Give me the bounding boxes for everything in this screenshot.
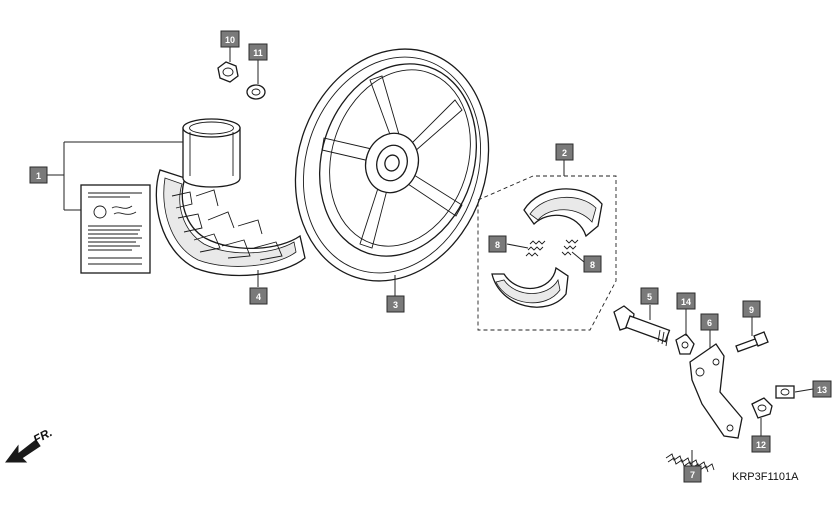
brake-arm-spring bbox=[665, 453, 715, 473]
front-direction-arrow: FR. bbox=[5, 425, 54, 463]
callout-4: 4 bbox=[249, 287, 268, 305]
brake-arm-bolt bbox=[735, 331, 769, 353]
svg-text:6: 6 bbox=[707, 318, 712, 328]
callout-13: 13 bbox=[812, 380, 832, 398]
svg-text:7: 7 bbox=[690, 470, 695, 480]
svg-text:13: 13 bbox=[817, 385, 827, 395]
svg-text:11: 11 bbox=[253, 48, 263, 58]
svg-text:3: 3 bbox=[393, 300, 398, 310]
callout-7: 7 bbox=[683, 465, 702, 483]
svg-text:2: 2 bbox=[562, 148, 567, 158]
callout-2: 2 bbox=[555, 143, 574, 161]
svg-text:14: 14 bbox=[681, 297, 691, 307]
callout-1: 1 bbox=[29, 166, 48, 184]
rear-wheel-rim bbox=[294, 48, 490, 282]
callout-11: 11 bbox=[248, 43, 268, 61]
washer-part bbox=[246, 84, 266, 100]
callout-8-right: 8 bbox=[583, 255, 602, 273]
callout-12: 12 bbox=[751, 435, 771, 453]
callout-5: 5 bbox=[640, 287, 659, 305]
svg-text:1: 1 bbox=[36, 171, 41, 181]
axle-nut-part bbox=[217, 61, 239, 83]
callout-9: 9 bbox=[742, 300, 761, 318]
svg-text:5: 5 bbox=[647, 292, 652, 302]
svg-text:12: 12 bbox=[756, 440, 766, 450]
callout-8-left: 8 bbox=[488, 235, 507, 253]
callout-10: 10 bbox=[220, 30, 240, 48]
svg-text:10: 10 bbox=[225, 35, 235, 45]
svg-text:8: 8 bbox=[495, 240, 500, 250]
callout-14: 14 bbox=[676, 292, 696, 310]
adjusting-nut bbox=[775, 385, 795, 399]
callout-6: 6 bbox=[700, 313, 719, 331]
diagram-code: KRP3F1101A bbox=[732, 471, 799, 483]
svg-text:9: 9 bbox=[749, 305, 754, 315]
brake-arm bbox=[689, 343, 743, 439]
wear-indicator-plate bbox=[675, 333, 695, 355]
brake-rod-joint bbox=[751, 397, 773, 419]
caution-label-sheet bbox=[80, 184, 151, 274]
brake-shoe-set bbox=[477, 175, 617, 331]
callout-3: 3 bbox=[386, 295, 405, 313]
svg-text:8: 8 bbox=[590, 260, 595, 270]
svg-text:4: 4 bbox=[256, 292, 261, 302]
brake-cam-shaft bbox=[613, 305, 671, 347]
tire-part bbox=[155, 118, 306, 277]
leader-lines bbox=[47, 46, 814, 466]
